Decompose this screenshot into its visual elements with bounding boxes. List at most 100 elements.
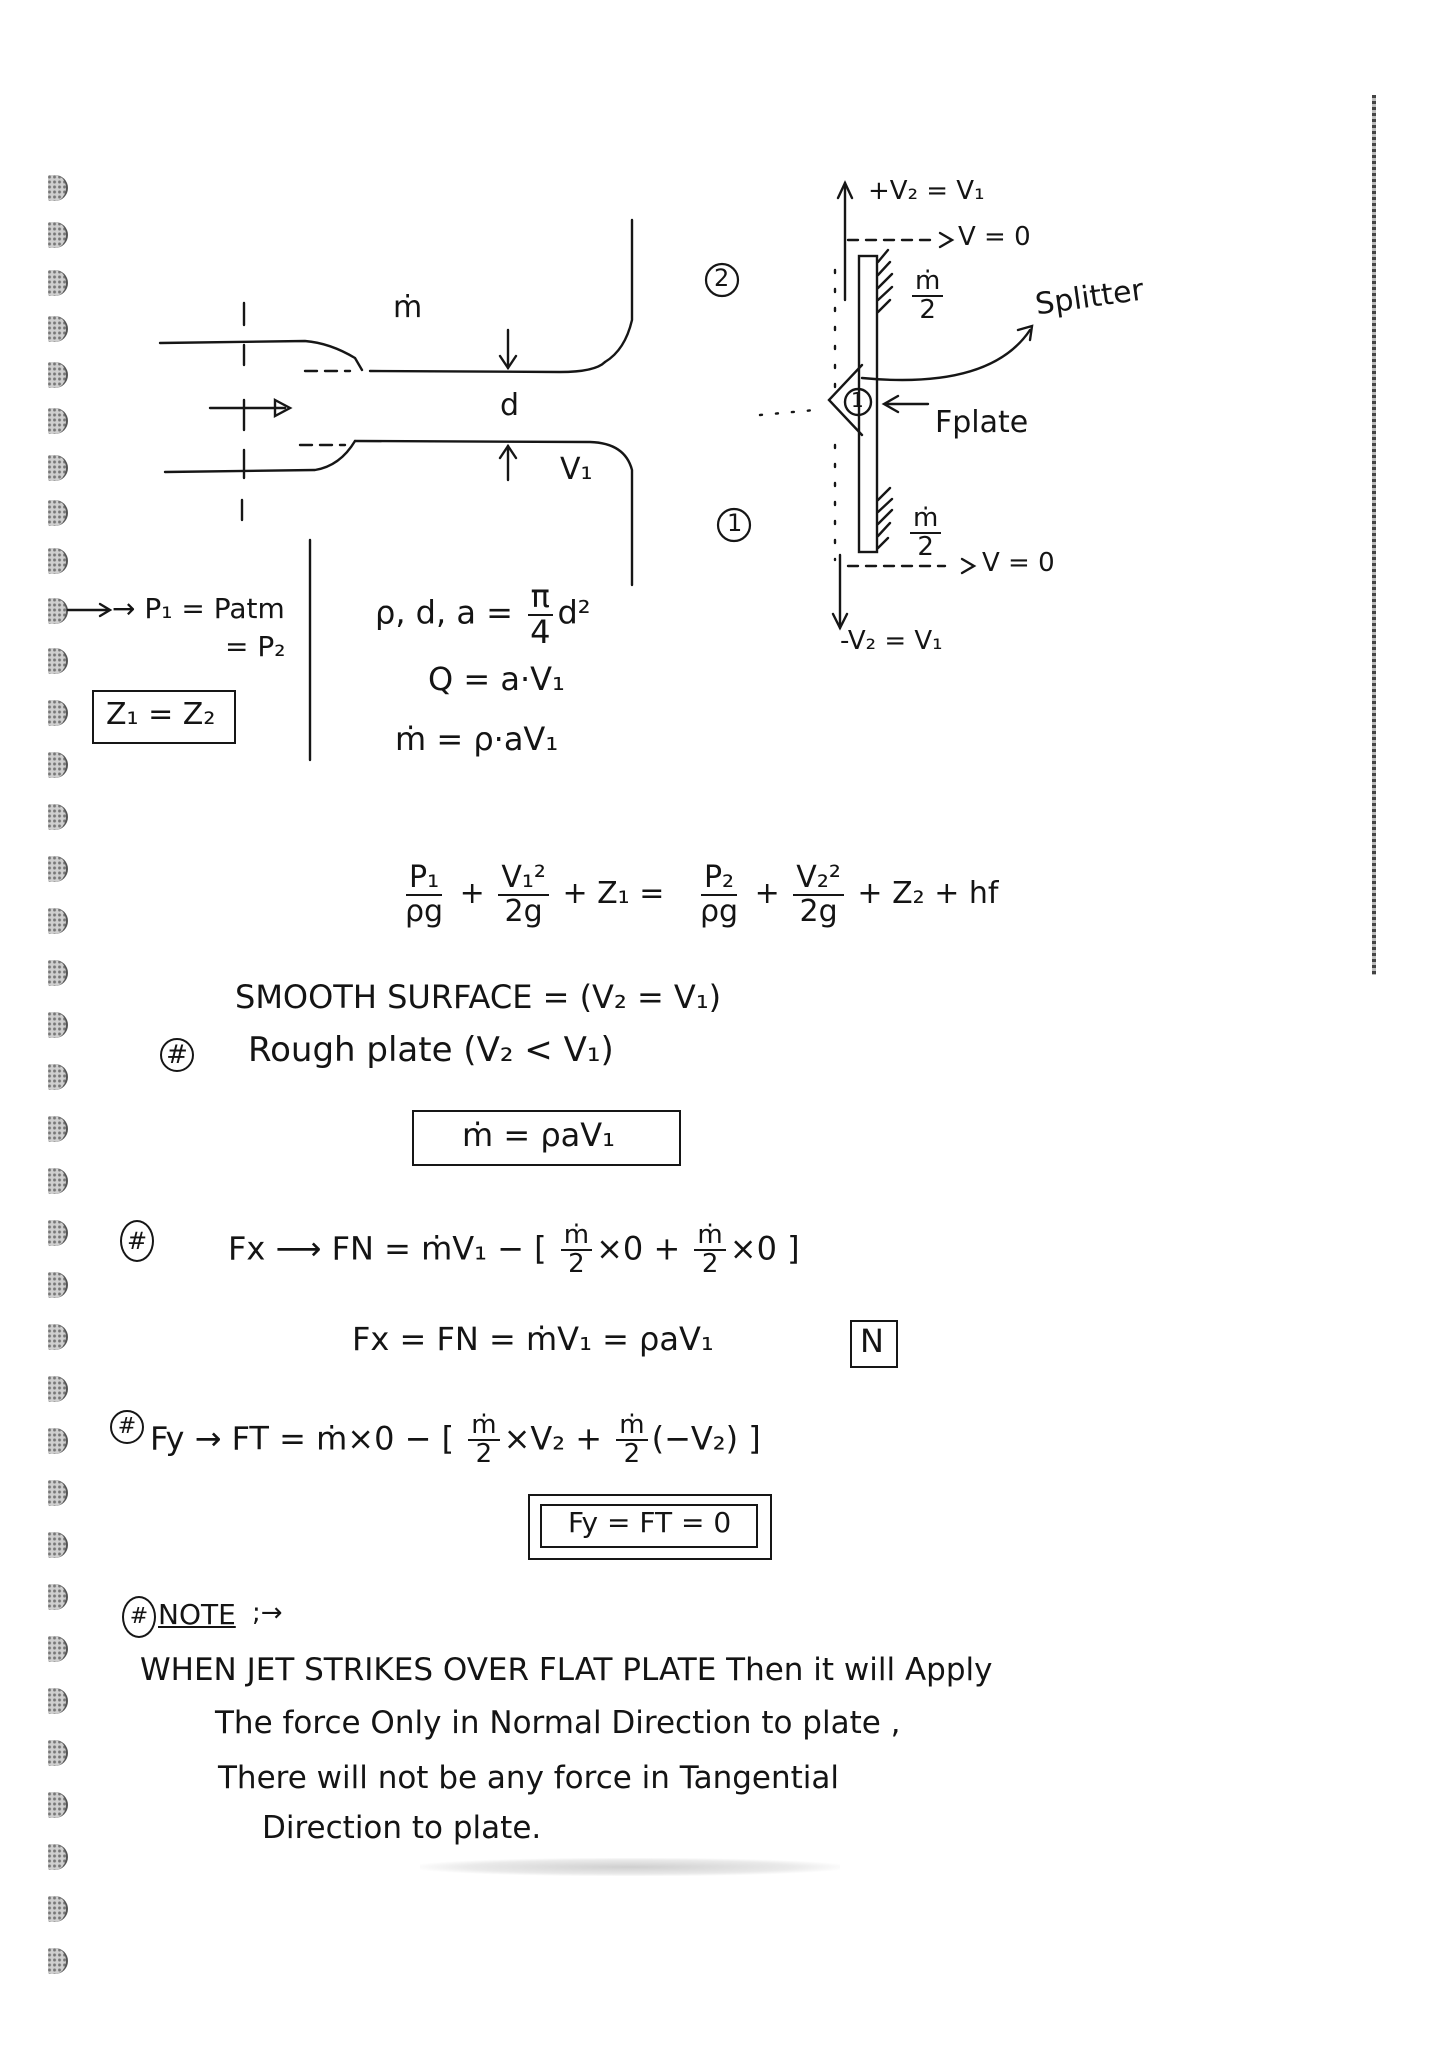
z1-term: + Z₁ = — [562, 876, 665, 911]
z2-hf-term: + Z₂ + hf — [857, 876, 999, 911]
diameter-label: d — [500, 388, 520, 423]
bottom-outlet-normal: V = 0 — [982, 548, 1055, 578]
rho-g-1: ρg — [405, 893, 444, 929]
force-y-result: Fy = FT = 0 — [568, 1506, 732, 1539]
binding-hole — [48, 1220, 68, 1246]
binding-hole — [48, 598, 68, 624]
note-heading: NOTE — [158, 1598, 236, 1631]
p2-term: P₂ — [700, 862, 738, 896]
top-outlet-velocity: +V₂ = V₁ — [868, 176, 985, 206]
elevation-assumption: Z₁ = Z₂ — [106, 697, 216, 732]
smooth-surface-condition: SMOOTH SURFACE = (V₂ = V₁) — [235, 978, 722, 1016]
pi-numerator: π — [527, 579, 553, 616]
fx-frac2-num: ṁ — [694, 1221, 726, 1252]
fx-lhs: Fx ⟶ FN = ṁV₁ − [ — [228, 1229, 547, 1268]
binding-hole — [48, 700, 68, 726]
binding-hole — [48, 1064, 68, 1090]
note-line-2: The force Only in Normal Direction to pl… — [215, 1705, 901, 1741]
binding-hole — [48, 316, 68, 342]
top-outlet-normal: V = 0 — [958, 222, 1031, 252]
binding-hole — [48, 1844, 68, 1870]
binding-hole — [48, 1740, 68, 1766]
binding-hole — [48, 500, 68, 526]
definitions-prefix: ρ, d, a = — [375, 593, 524, 632]
binding-hole — [48, 1168, 68, 1194]
rho-g-2: ρg — [699, 893, 739, 929]
mass-flow-label: ṁ — [393, 290, 423, 325]
binding-hole — [48, 1428, 68, 1454]
note-bullet-icon: # — [122, 1596, 156, 1638]
fx-bullet-icon: # — [120, 1220, 154, 1262]
scan-smudge — [420, 1858, 840, 1876]
v2-squared-term: V₂² — [793, 862, 844, 896]
fy-inner-box — [540, 1504, 758, 1548]
binding-hole — [48, 1948, 68, 1974]
section-1-label: 1 — [727, 509, 743, 537]
fy-mult2: (−V₂) ] — [651, 1419, 761, 1458]
page-edge-shadow — [1372, 95, 1376, 975]
force-x-result: Fx = FN = ṁV₁ = ρaV₁ — [352, 1320, 714, 1358]
binding-hole — [48, 222, 68, 248]
unit-box — [850, 1320, 898, 1368]
two-g-2: 2g — [799, 893, 838, 929]
binding-hole — [48, 1636, 68, 1662]
binding-hole — [48, 856, 68, 882]
definitions-line3: ṁ = ρ·aV₁ — [395, 720, 559, 758]
binding-hole — [48, 648, 68, 674]
fx-frac1-den: 2 — [568, 1249, 585, 1280]
binding-hole — [48, 804, 68, 830]
force-unit: N — [860, 1322, 884, 1360]
fx-mult1: ×0 + — [596, 1229, 681, 1268]
binding-hole — [48, 1896, 68, 1922]
section-2-label: 2 — [714, 264, 730, 292]
pressure-assumption-line2: = P₂ — [225, 630, 286, 663]
p1-term: P₁ — [405, 862, 443, 896]
binding-hole — [48, 1688, 68, 1714]
elevation-box — [92, 690, 236, 744]
binding-hole — [48, 362, 68, 388]
fy-frac2-num: ṁ — [616, 1411, 648, 1442]
fy-frac1-den: 2 — [475, 1439, 493, 1470]
fy-mult1: ×V₂ + — [503, 1419, 603, 1458]
rough-plate-condition: Rough plate (V₂ < V₁) — [248, 1030, 614, 1070]
binding-hole — [48, 752, 68, 778]
binding-hole — [48, 1324, 68, 1350]
binding-hole — [48, 455, 68, 481]
binding-hole — [48, 408, 68, 434]
definitions-line2: Q = a·V₁ — [428, 660, 565, 698]
fy-frac1-num: ṁ — [468, 1411, 500, 1442]
binding-hole — [48, 1272, 68, 1298]
note-line-4: Direction to plate. — [262, 1810, 542, 1846]
fy-outer-box — [528, 1494, 772, 1560]
binding-hole — [48, 270, 68, 296]
note-line-3: There will not be any force in Tangentia… — [218, 1760, 840, 1796]
four-denominator: 4 — [530, 612, 551, 651]
velocity-label: V₁ — [560, 452, 593, 487]
fx-mult2: ×0 ] — [729, 1229, 800, 1268]
fy-lhs: Fy → FT = ṁ×0 − [ — [150, 1419, 455, 1458]
binding-hole — [48, 960, 68, 986]
binding-hole — [48, 1532, 68, 1558]
binding-hole — [48, 548, 68, 574]
binding-hole — [48, 908, 68, 934]
binding-hole — [48, 1792, 68, 1818]
fy-frac2-den: 2 — [623, 1439, 641, 1470]
fx-frac1-num: ṁ — [560, 1221, 593, 1252]
rough-bullet-icon: # — [160, 1038, 194, 1072]
binding-hole — [48, 1584, 68, 1610]
binding-hole — [48, 1480, 68, 1506]
binding-hole — [48, 175, 68, 201]
fy-bullet-icon: # — [110, 1410, 144, 1444]
mass-flow-box — [412, 1110, 681, 1166]
note-heading-arrow: ;→ — [252, 1598, 283, 1628]
binding-hole — [48, 1012, 68, 1038]
fx-frac2-den: 2 — [701, 1249, 719, 1280]
binding-hole — [48, 1376, 68, 1402]
